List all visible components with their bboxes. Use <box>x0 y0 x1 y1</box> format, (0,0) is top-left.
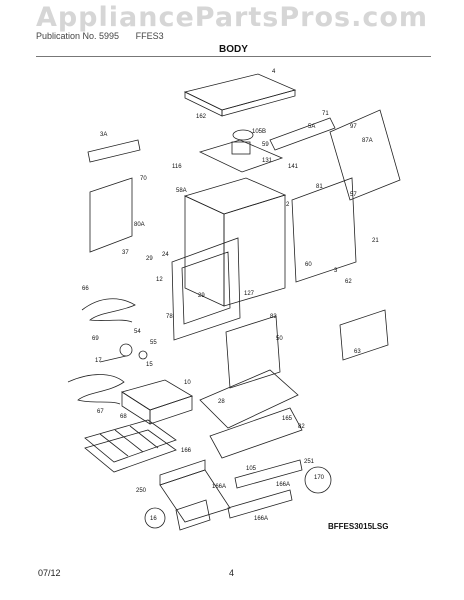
part-label-87a: 87A <box>362 138 373 144</box>
page-title: BODY <box>219 44 248 55</box>
terminal-block <box>339 309 389 361</box>
part-label-50: 50 <box>276 336 283 342</box>
part-label-63: 63 <box>354 349 361 355</box>
part-label-4: 4 <box>272 69 276 75</box>
insulation-blanket <box>199 315 299 429</box>
part-label-116: 116 <box>172 164 182 170</box>
part-label-162: 162 <box>196 114 207 120</box>
publication-header: Publication No. 5995 FFES3 <box>36 31 178 41</box>
part-label-83: 83 <box>270 314 277 320</box>
part-label-12: 12 <box>156 277 163 283</box>
left-side-panel <box>89 177 133 253</box>
part-label-250: 250 <box>136 488 147 494</box>
part-label-170: 170 <box>314 475 325 481</box>
part-label-131: 131 <box>262 158 273 164</box>
part-label-10: 10 <box>184 380 191 386</box>
part-label-166a: 166A <box>212 484 226 490</box>
part-label-80a: 80A <box>134 222 145 228</box>
part-label-15: 15 <box>146 362 153 368</box>
bottom-frame <box>209 407 303 459</box>
diagram-code: BFFES3015LSG <box>328 522 389 531</box>
part-label-62: 62 <box>345 279 352 285</box>
broil-element <box>81 298 136 323</box>
right-side-panel <box>291 177 357 283</box>
site-watermark: AppliancePartsPros.com <box>35 2 429 33</box>
part-label-166: 166 <box>181 448 192 454</box>
part-label-54: 54 <box>134 329 141 335</box>
rear-panel <box>269 109 401 201</box>
page-number: 4 <box>229 568 235 578</box>
part-label-165: 165 <box>282 416 293 422</box>
part-label-3: 3 <box>334 268 338 274</box>
part-label-67: 67 <box>97 409 104 415</box>
model-number: FFES3 <box>135 31 164 41</box>
part-label-127: 127 <box>244 291 255 297</box>
part-label-3a: 3A <box>100 132 107 138</box>
part-label-105b: 105B <box>252 129 266 135</box>
oven-racks <box>84 419 177 473</box>
part-label-2: 2 <box>286 202 290 208</box>
part-label-251: 251 <box>304 459 315 465</box>
part-label-28: 28 <box>218 399 225 405</box>
part-label-29-door: 29 <box>198 293 205 299</box>
part-label-58a: 58A <box>176 188 187 194</box>
part-label-59: 59 <box>262 142 269 148</box>
part-label-141: 141 <box>288 164 299 170</box>
part-label-16: 16 <box>150 516 157 522</box>
top-panel <box>183 73 297 117</box>
storage-drawer <box>159 459 303 531</box>
bake-element <box>67 374 125 405</box>
part-label-105: 105 <box>246 466 257 472</box>
part-label-5a: 5A <box>308 124 315 130</box>
part-label-82: 82 <box>298 424 305 430</box>
part-label-21: 21 <box>372 238 379 244</box>
part-label-97: 97 <box>350 124 357 130</box>
vent-assembly <box>198 129 284 173</box>
part-label-68: 68 <box>120 414 127 420</box>
part-label-37: 37 <box>122 250 129 256</box>
part-label-81: 81 <box>316 184 323 190</box>
bracket-3a <box>87 139 141 163</box>
header-divider <box>36 56 431 57</box>
broiler-pan <box>121 379 193 425</box>
oven-cavity <box>171 177 287 341</box>
footer-date: 07/12 <box>38 568 61 578</box>
part-label-17: 17 <box>95 358 102 364</box>
part-label-29: 29 <box>146 256 153 262</box>
sensor-assembly <box>99 343 148 363</box>
part-label-66: 66 <box>82 286 89 292</box>
part-label-55: 55 <box>150 340 157 346</box>
part-label-166a-lower: 166A <box>254 516 268 522</box>
part-label-166a-right: 166A <box>276 482 290 488</box>
part-label-71: 71 <box>322 111 329 117</box>
leveling-leg <box>144 466 332 529</box>
part-label-60: 60 <box>305 262 312 268</box>
part-label-78: 78 <box>166 314 173 320</box>
publication-number: Publication No. 5995 <box>36 31 120 41</box>
part-label-57: 57 <box>350 192 357 198</box>
part-label-69: 69 <box>92 336 99 342</box>
part-label-70: 70 <box>140 176 147 182</box>
part-label-24: 24 <box>162 252 169 258</box>
